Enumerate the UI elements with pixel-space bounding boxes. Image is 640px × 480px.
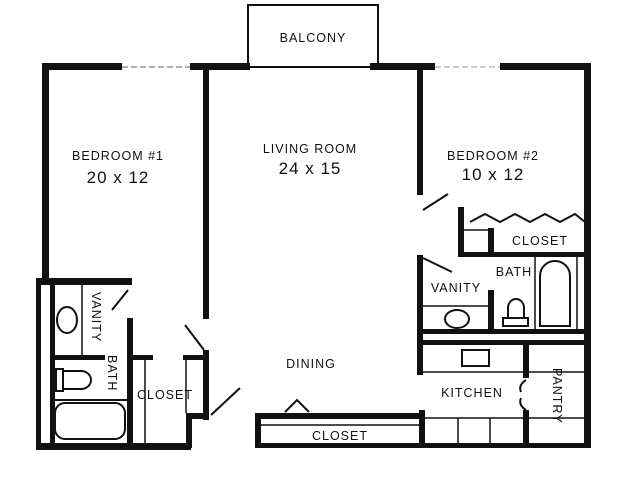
dining-closet-label: CLOSET (312, 429, 368, 443)
bifold-door (469, 212, 586, 224)
sink-icon (444, 309, 470, 329)
bathtub-icon (54, 402, 126, 440)
toilet-tank-icon (55, 368, 64, 392)
bedroom2-size: 10 x 12 (462, 165, 525, 184)
bath1-fixtures (54, 306, 126, 440)
kitchen-label: KITCHEN (441, 386, 503, 400)
bedroom1-label: BEDROOM #1 (72, 149, 164, 163)
bedroom2-closet-label: CLOSET (512, 234, 568, 248)
living-room-label: LIVING ROOM (263, 142, 357, 156)
vanity1-label: VANITY (89, 292, 103, 342)
door-swing (210, 387, 241, 416)
bedroom2-label: BEDROOM #2 (447, 149, 539, 163)
interior-walls (55, 67, 449, 448)
kitchen-area (419, 345, 584, 448)
toilet-icon (62, 370, 92, 390)
door-swing (184, 324, 205, 351)
bifold-door (284, 398, 310, 413)
pantry-label: PANTRY (550, 368, 564, 424)
sink-icon (56, 306, 78, 334)
living-room-size: 24 x 15 (279, 159, 342, 178)
bedroom1-size: 20 x 12 (87, 168, 150, 187)
bedroom2-closet-area (417, 207, 588, 375)
door-swing (422, 193, 449, 211)
bathtub-icon (539, 260, 571, 327)
balcony-label: BALCONY (280, 31, 347, 45)
toilet-icon (507, 298, 525, 319)
room-labels: BEDROOM #1 20 x 12 LIVING ROOM 24 x 15 B… (72, 142, 568, 443)
vanity2-label: VANITY (431, 281, 481, 295)
stove-icon (461, 349, 490, 367)
bath2-label: BATH (496, 265, 532, 279)
bath1-label: BATH (105, 355, 119, 391)
balcony: BALCONY (247, 4, 379, 68)
dining-label: DINING (286, 357, 336, 371)
door-swing (111, 289, 129, 311)
door-swing (422, 257, 453, 273)
bedroom1-closet-label: CLOSET (137, 388, 193, 402)
dining-closet (255, 398, 425, 448)
